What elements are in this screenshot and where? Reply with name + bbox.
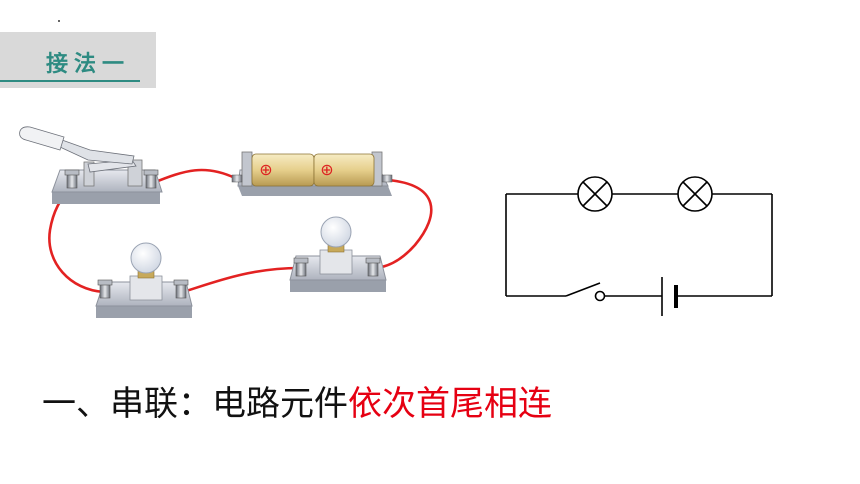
caption: 一、串联：电路元件依次首尾相连 (42, 376, 552, 425)
lamp-symbol-2 (677, 176, 713, 212)
battery-cell-right (313, 153, 375, 187)
wire-battery-to-bulb-right (371, 178, 433, 270)
wire-switch-to-battery (151, 168, 237, 185)
battery-plus-left-icon: ⊕ (259, 160, 272, 179)
battery-plus-right-icon: ⊕ (320, 160, 333, 179)
battery-symbol (661, 277, 678, 316)
bulb-holder-right (289, 216, 387, 292)
caption-lead: 一、串联：电路元件 (42, 384, 348, 424)
battery-holder: ⊕ ⊕ (231, 151, 393, 196)
header-underline (0, 80, 140, 82)
header-label: 接法一 (46, 52, 131, 77)
knife-switch (19, 126, 163, 204)
bulb-glass-right (320, 216, 352, 248)
circuit-schematic (505, 176, 773, 316)
wire-bulb-right-to-bulb-left (181, 266, 302, 294)
lamp-symbol-1 (577, 176, 613, 212)
stray-dot (58, 20, 60, 22)
bulb-holder-left (95, 242, 193, 318)
switch-symbol (565, 282, 606, 302)
bulb-glass-left (130, 242, 162, 274)
caption-highlight: 依次首尾相连 (348, 384, 552, 424)
header-band (0, 32, 156, 88)
